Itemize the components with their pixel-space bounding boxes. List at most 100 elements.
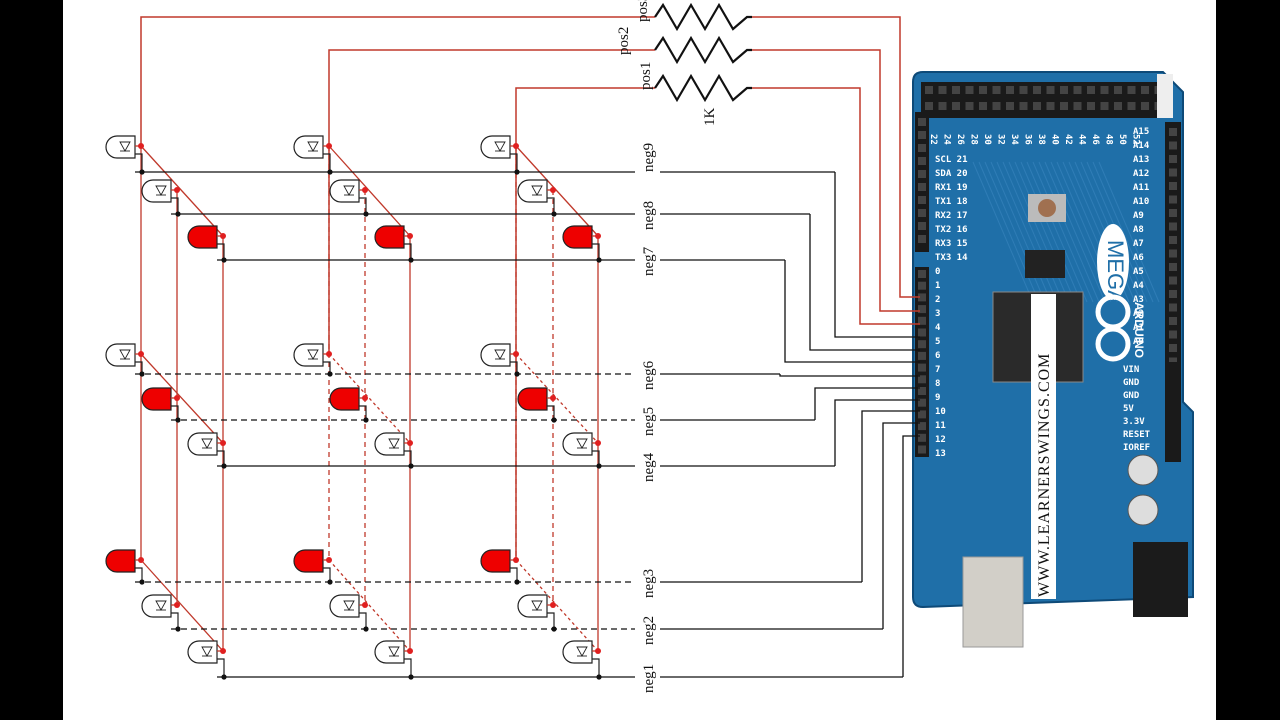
diode-symbol-icon (119, 349, 131, 360)
analog-pin-label-A2: A2 (1133, 309, 1144, 319)
layer-diagonal-wire (140, 145, 224, 237)
led-off (480, 343, 520, 377)
led-cathode-lead (547, 405, 555, 420)
cathode-junction-dot (596, 463, 602, 469)
header-socket (918, 170, 926, 178)
pin-label-50: 50 (1117, 134, 1127, 145)
header-socket (1114, 86, 1122, 94)
anode-junction-dot (362, 187, 368, 193)
cathode-junction-dot (551, 626, 557, 632)
cathode-junction-dot (327, 579, 333, 585)
header-socket (918, 422, 926, 431)
analog-pin-label-A15: A15 (1133, 127, 1149, 137)
column-wire-to-pin (809, 214, 920, 351)
column-wire-to-pin (902, 435, 920, 677)
header-socket (1169, 290, 1177, 298)
anode-junction-dot (595, 440, 601, 446)
pwm-pin-label-4: 4 (935, 323, 941, 333)
led-body (141, 387, 172, 411)
layer-diagonal-wire (515, 559, 599, 652)
anode-junction-dot (138, 351, 144, 357)
pwm-pin-label-13: 13 (935, 449, 946, 459)
comm-pin-label: RX2 17 (935, 211, 968, 221)
header-socket (918, 316, 926, 325)
column-wire-to-pin (784, 260, 920, 363)
column-label-neg4: neg4 (641, 452, 657, 482)
pin-label-36: 36 (1023, 134, 1033, 145)
led-body (562, 432, 593, 456)
diode-symbol-icon (388, 438, 400, 449)
analog-pin-label-A11: A11 (1133, 183, 1149, 193)
anode-junction-dot (550, 602, 556, 608)
header-socket (918, 144, 926, 152)
led-body (293, 135, 324, 159)
diode-symbol-icon (576, 646, 588, 657)
led-off (562, 640, 602, 680)
header-socket (918, 118, 926, 126)
pin-label-42: 42 (1063, 134, 1073, 145)
header-socket (918, 340, 926, 349)
led-cathode-lead (510, 567, 518, 582)
column-wire-to-pin (861, 410, 920, 582)
led-cathode-lead (510, 153, 518, 172)
led-body (517, 387, 548, 411)
layer-label-pos2: pos2 (616, 27, 632, 55)
diode-symbol-icon (119, 141, 131, 152)
cathode-junction-dot (514, 579, 520, 585)
anode-junction-dot (595, 648, 601, 654)
header-socket (918, 305, 926, 314)
led-cathode-lead (135, 567, 143, 582)
anode-junction-dot (362, 395, 368, 401)
header-socket (1046, 86, 1055, 94)
anode-junction-dot (326, 143, 332, 149)
led-off (187, 640, 227, 680)
layer-diagonal-wire (515, 353, 599, 444)
anode-junction-dot (326, 557, 332, 563)
power-header (1165, 362, 1181, 462)
analog-pin-label-A12: A12 (1133, 169, 1149, 179)
led-body (187, 432, 218, 456)
header-socket (1169, 182, 1177, 190)
led-body (293, 343, 324, 367)
analog-pin-label-A1: A1 (1133, 323, 1144, 333)
cathode-junction-dot (551, 417, 557, 423)
column-wire-to-pin (834, 172, 920, 338)
header-socket (1046, 102, 1055, 110)
header-socket (925, 86, 933, 94)
led-off (329, 179, 369, 217)
layer-diagonal-wire (328, 559, 411, 652)
cathode-junction-dot (596, 257, 602, 263)
led-cathode-lead (217, 450, 225, 466)
pin-label-26: 26 (955, 134, 965, 145)
column-label-neg6: neg6 (641, 360, 657, 390)
analog-pin-label-A10: A10 (1133, 197, 1149, 207)
diode-symbol-icon (343, 600, 355, 611)
header-socket (1073, 102, 1082, 110)
header-socket (1169, 168, 1177, 177)
pcb-trace (1002, 161, 1064, 303)
header-socket (1169, 344, 1177, 352)
pwm-pin-label-7: 7 (935, 365, 940, 375)
led-cathode-lead (404, 658, 412, 677)
diode-symbol-icon (494, 141, 506, 152)
layer-diagonal-wire (140, 353, 224, 444)
led-off (517, 179, 557, 217)
led-off (105, 135, 145, 175)
pin-label-46: 46 (1090, 134, 1100, 145)
pin-label-40: 40 (1050, 134, 1060, 145)
pcb-trace (1038, 161, 1100, 303)
pwm-pin-label-8: 8 (935, 379, 940, 389)
anode-junction-dot (174, 187, 180, 193)
column-label-neg5: neg5 (641, 407, 657, 436)
header-gnd-label (1157, 74, 1173, 118)
header-socket (1169, 263, 1177, 271)
pwm-pin-label-2: 2 (935, 295, 940, 305)
header-socket (1114, 102, 1122, 110)
header-socket (1169, 236, 1177, 244)
led-body (141, 594, 172, 618)
led-cathode-lead (323, 361, 331, 374)
cathode-junction-dot (408, 463, 414, 469)
layer-label-pos1: pos1 (638, 62, 654, 90)
cathode-junction-dot (514, 371, 520, 377)
watermark-strip (1031, 294, 1056, 599)
